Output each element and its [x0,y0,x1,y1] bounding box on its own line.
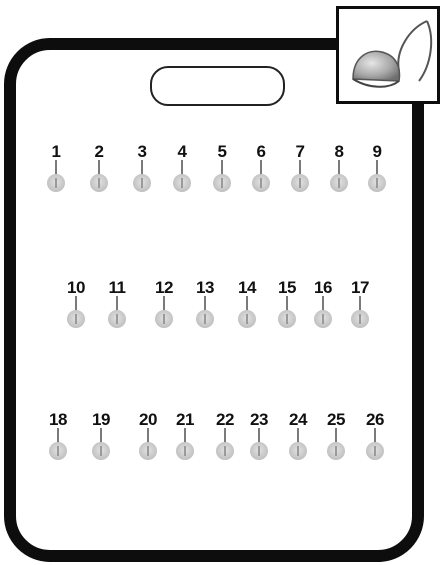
peg-head [314,310,332,328]
peg-number: 6 [240,143,282,160]
peg-head [330,174,348,192]
peg-number: 12 [143,279,185,296]
peg-head [92,442,110,460]
peg-head [366,442,384,460]
peg-number: 7 [279,143,321,160]
peg-head [351,310,369,328]
peg-hook: 1 [41,143,71,199]
peg-number: 18 [37,411,79,428]
peg-head [90,174,108,192]
peg-head [250,442,268,460]
peg-number: 20 [127,411,169,428]
peg-head [108,310,126,328]
board-handle-slot [150,66,285,106]
peg-head [133,174,151,192]
peg-hook: 7 [285,143,315,199]
peg-hook: 21 [170,411,200,467]
peg-number: 10 [55,279,97,296]
peg-number: 2 [78,143,120,160]
peg-head [67,310,85,328]
peg-hook: 6 [246,143,276,199]
peg-number: 16 [302,279,344,296]
peg-hook: 4 [167,143,197,199]
peg-head [327,442,345,460]
peg-number: 14 [226,279,268,296]
peg-number: 26 [354,411,396,428]
peg-number: 4 [161,143,203,160]
peg-number: 17 [339,279,381,296]
peg-number: 13 [184,279,226,296]
peg-hook: 9 [362,143,392,199]
peg-number: 21 [164,411,206,428]
peg-hook: 20 [133,411,163,467]
peg-head [289,442,307,460]
peg-number: 1 [35,143,77,160]
peg-head [196,310,214,328]
peg-number: 5 [201,143,243,160]
peg-hook: 11 [102,279,132,335]
peg-hook: 24 [283,411,313,467]
peg-number: 11 [96,279,138,296]
peg-hook: 22 [210,411,240,467]
peg-number: 9 [356,143,398,160]
peg-hook: 2 [84,143,114,199]
peg-head [139,442,157,460]
peg-hook: 14 [232,279,262,335]
peg-number: 24 [277,411,319,428]
peg-hook: 16 [308,279,338,335]
peg-head [291,174,309,192]
peg-hook: 19 [86,411,116,467]
peg-head [368,174,386,192]
peg-head [278,310,296,328]
peg-head [238,310,256,328]
peg-hook: 3 [127,143,157,199]
peg-hook: 25 [321,411,351,467]
peg-head [216,442,234,460]
inset-frame [336,6,440,104]
peg-head [173,174,191,192]
peg-number: 25 [315,411,357,428]
peg-hook: 18 [43,411,73,467]
peg-head [47,174,65,192]
peg-hook: 8 [324,143,354,199]
peg-head [176,442,194,460]
peg-number: 19 [80,411,122,428]
peg-hook: 10 [61,279,91,335]
peg-hook: 26 [360,411,390,467]
bowl-lamp-icon [339,9,437,101]
peg-head [213,174,231,192]
peg-hook: 15 [272,279,302,335]
peg-number: 23 [238,411,280,428]
peg-head [155,310,173,328]
peg-head [252,174,270,192]
peg-hook: 17 [345,279,375,335]
peg-head [49,442,67,460]
peg-hook: 12 [149,279,179,335]
peg-hook: 13 [190,279,220,335]
peg-number: 8 [318,143,360,160]
peg-number: 3 [121,143,163,160]
peg-hook: 23 [244,411,274,467]
peg-hook: 5 [207,143,237,199]
